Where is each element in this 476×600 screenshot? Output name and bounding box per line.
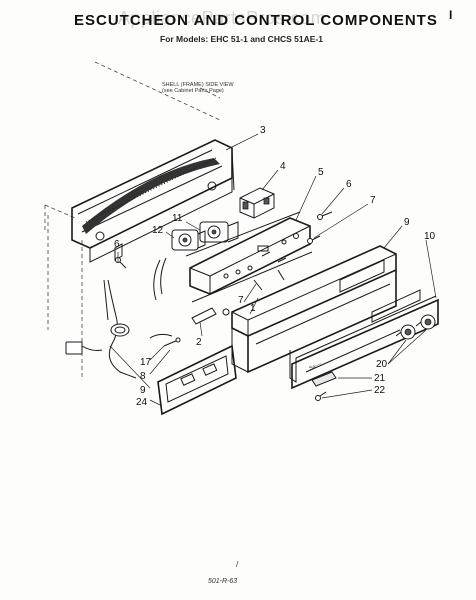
callout-6-lower[interactable]: 6 — [114, 239, 120, 250]
callout-1[interactable]: 1 — [250, 303, 256, 314]
svg-text:Sa----: Sa---- — [308, 361, 322, 372]
callout-3[interactable]: 3 — [260, 125, 266, 136]
callout-20[interactable]: 20 — [376, 359, 388, 370]
view-note: SHELL (FRAME) SIDE VIEW (see Cabinet Par… — [162, 82, 234, 94]
part-20-control-knobs[interactable] — [395, 314, 436, 340]
view-note-line2: (see Cabinet Parts Page) — [162, 88, 224, 94]
model-subtitle: For Models: EHC 51-1 and CHCS 51AE-1 — [160, 34, 323, 44]
callout-21[interactable]: 21 — [374, 373, 386, 384]
part-21-indicator-lens[interactable] — [311, 371, 337, 387]
callout-7-upper[interactable]: 7 — [370, 195, 376, 206]
callout-9-lower[interactable]: 9 — [140, 385, 146, 396]
callout-7-lower[interactable]: 7 — [238, 295, 244, 306]
part-2-lamp-socket[interactable] — [191, 307, 230, 325]
watermark-text: AppliancePartsPros.com — [118, 8, 327, 28]
part-3-control-housing[interactable] — [71, 139, 235, 263]
callout-5[interactable]: 5 — [318, 167, 324, 178]
part-22-screw[interactable] — [315, 391, 327, 401]
wiring-harness[interactable] — [65, 257, 167, 379]
cabinet-shell-outline — [44, 61, 221, 380]
corner-mark: I — [449, 8, 453, 22]
part-11-thermostat[interactable] — [199, 221, 239, 243]
footer-code: 501-R-63 — [208, 578, 238, 585]
footer-mark: / — [236, 560, 239, 569]
callout-leaders — [109, 133, 437, 407]
part-24-lower-panel[interactable] — [157, 344, 237, 416]
part-17-wire-fitting[interactable] — [149, 333, 181, 347]
page-title: ESCUTCHEON AND CONTROL COMPONENTS — [74, 12, 438, 29]
callout-12[interactable]: 12 — [152, 225, 164, 236]
callout-2[interactable]: 2 — [196, 337, 202, 348]
callout-6[interactable]: 6 — [346, 179, 352, 190]
part-4-switch[interactable] — [239, 187, 275, 219]
view-note-line1: SHELL (FRAME) SIDE VIEW — [162, 82, 234, 88]
part-9-escutcheon-channel[interactable] — [231, 245, 397, 374]
part-12-infinite-switch[interactable] — [171, 229, 206, 251]
callout-8[interactable]: 8 — [140, 371, 146, 382]
screw-hardware[interactable] — [115, 211, 333, 291]
callout-11[interactable]: 11 — [172, 213, 183, 224]
callout-10[interactable]: 10 — [424, 231, 436, 242]
callout-9-upper[interactable]: 9 — [404, 217, 410, 228]
callout-4[interactable]: 4 — [280, 161, 286, 172]
callout-17[interactable]: 17 — [140, 357, 152, 368]
part-7-control-subplate[interactable] — [185, 211, 313, 303]
callout-24[interactable]: 24 — [136, 397, 148, 408]
part-10-faceplate[interactable]: Sa---- — [289, 289, 439, 390]
callout-22[interactable]: 22 — [374, 385, 386, 396]
